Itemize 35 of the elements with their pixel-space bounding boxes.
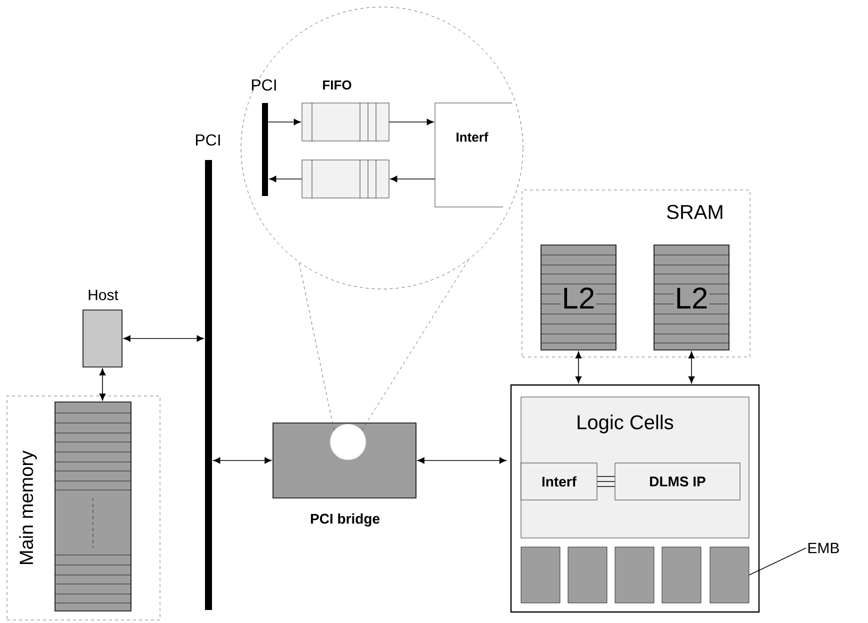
- arrow: [390, 176, 436, 182]
- arrow: [688, 351, 695, 384]
- interface-label: Interf: [456, 132, 488, 142]
- arrow: [417, 457, 506, 464]
- arrow: [388, 118, 434, 126]
- bridge-label: PCI bridge: [310, 513, 380, 527]
- leader-line: [748, 548, 806, 576]
- arrow: [123, 335, 204, 342]
- arrow: [268, 118, 301, 126]
- memory-block: [662, 546, 702, 604]
- memory-stack: [54, 402, 132, 612]
- memory-block: [520, 546, 560, 604]
- host-label: Host: [88, 290, 118, 300]
- bus-label: PCI: [252, 79, 276, 91]
- fifo-label: FIFO: [323, 80, 352, 90]
- sram-label: SRAM: [667, 204, 722, 220]
- arrow: [575, 351, 582, 384]
- logic-label: Logic Cells: [578, 414, 674, 434]
- memory-block: [568, 546, 608, 604]
- connector-lines: [596, 476, 616, 487]
- arrow: [99, 368, 106, 401]
- zoom-circle: [330, 424, 366, 460]
- bus-label: PCI: [196, 134, 220, 146]
- ip-block: DLMS IP: [614, 462, 740, 500]
- fifo-queue: [302, 160, 390, 198]
- arrow: [213, 457, 272, 464]
- block-label: EMB: [808, 542, 839, 554]
- memory-label: Main memory: [19, 450, 37, 564]
- memory-block: [614, 546, 654, 604]
- zoom-line: [362, 259, 470, 430]
- arrow: [269, 176, 302, 182]
- cache-block: L2: [654, 244, 730, 350]
- memory-block: [710, 546, 750, 604]
- interface-box: Interf: [520, 462, 598, 500]
- cache-block: L2: [540, 244, 616, 350]
